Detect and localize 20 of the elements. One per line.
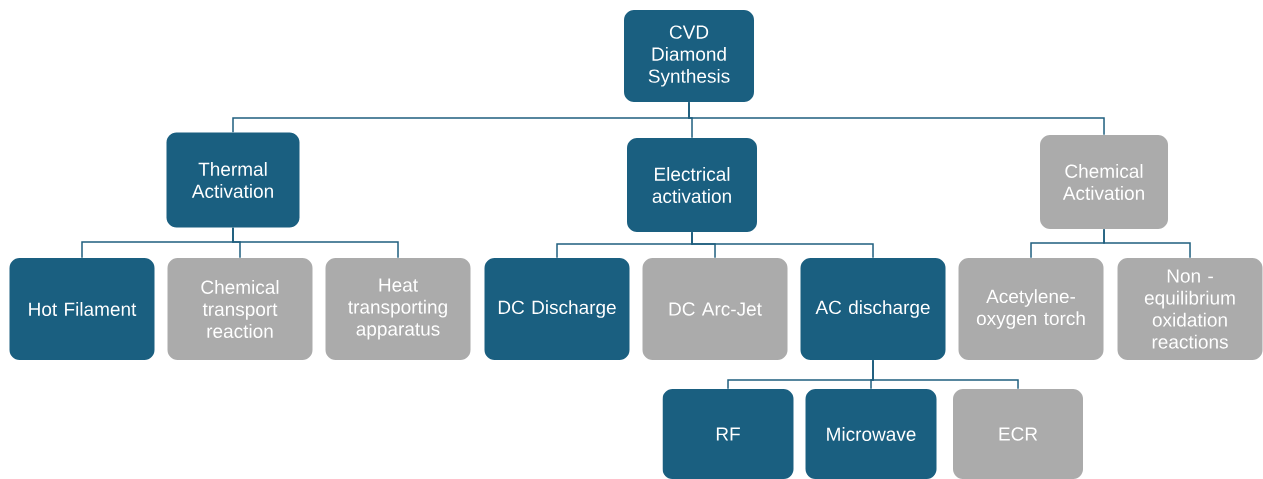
method-box: Hot Filament <box>9 258 155 360</box>
connector <box>688 101 1105 136</box>
connector <box>232 226 399 259</box>
method-box: Non - equilibrium oxidation reactions <box>1117 258 1263 360</box>
method-box: Electrical activation <box>627 138 757 232</box>
connector <box>872 359 1019 390</box>
method-box: Thermal Activation <box>166 132 300 228</box>
method-box: Chemical transport reaction <box>167 258 313 360</box>
connector <box>691 231 874 259</box>
method-box: Microwave <box>805 389 937 479</box>
method-box: DC Arc-Jet <box>642 258 788 360</box>
method-box: RF <box>662 389 794 479</box>
method-box: Acetylene-oxygen torch <box>958 258 1104 360</box>
method-box: DC Discharge <box>484 258 630 360</box>
connector <box>1103 228 1191 259</box>
method-box: Chemical Activation <box>1040 135 1168 229</box>
method-box: AC discharge <box>800 258 946 360</box>
method-box: ECR <box>953 389 1083 479</box>
method-box: CVD Diamond Synthesis <box>624 10 754 102</box>
method-box: Heat transporting apparatus <box>325 258 471 360</box>
